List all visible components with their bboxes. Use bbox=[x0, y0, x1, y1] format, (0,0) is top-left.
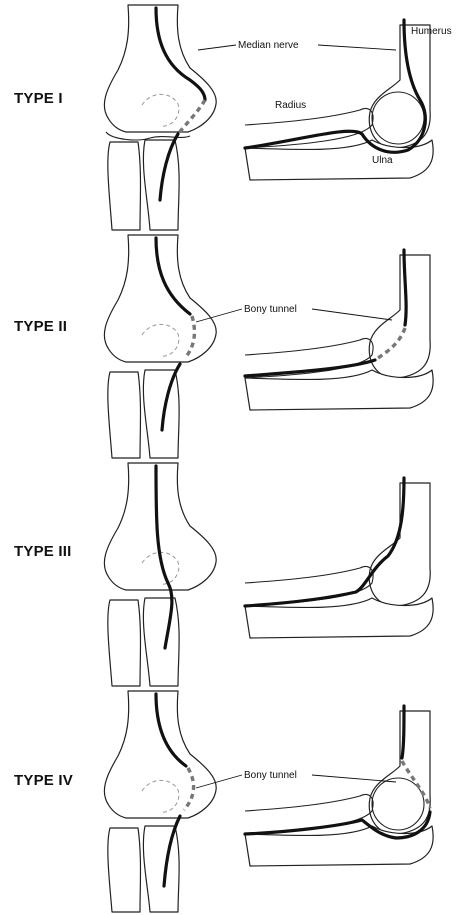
bony-tunnel-label: Bony tunnel bbox=[244, 770, 297, 781]
lateral-elbow-view bbox=[245, 478, 433, 638]
anterior-elbow-view bbox=[104, 5, 216, 230]
type-iii-illustration bbox=[0, 458, 459, 686]
anterior-elbow-view bbox=[104, 691, 216, 912]
anterior-elbow-view bbox=[104, 235, 216, 458]
type-i-illustration: Median nerve Humerus Radius Ulna bbox=[0, 0, 459, 230]
humerus-label: Humerus bbox=[411, 26, 452, 37]
type-ii-illustration: Bony tunnel bbox=[0, 230, 459, 458]
type-ii-annotations: Bony tunnel bbox=[196, 304, 392, 322]
radius-lateral bbox=[245, 109, 373, 148]
anterior-elbow-view bbox=[104, 463, 216, 686]
ulna-label: Ulna bbox=[372, 155, 393, 166]
ulna-anterior bbox=[108, 142, 141, 230]
type-iv-annotations: Bony tunnel bbox=[196, 770, 396, 788]
type-iv-illustration: Bony tunnel bbox=[0, 686, 459, 914]
radius-label: Radius bbox=[275, 100, 306, 111]
median-nerve-label: Median nerve bbox=[238, 40, 299, 51]
lateral-elbow-view bbox=[245, 250, 433, 410]
lateral-elbow-view bbox=[245, 706, 433, 866]
humerus-anterior bbox=[104, 5, 216, 132]
bony-tunnel-label: Bony tunnel bbox=[244, 304, 297, 315]
